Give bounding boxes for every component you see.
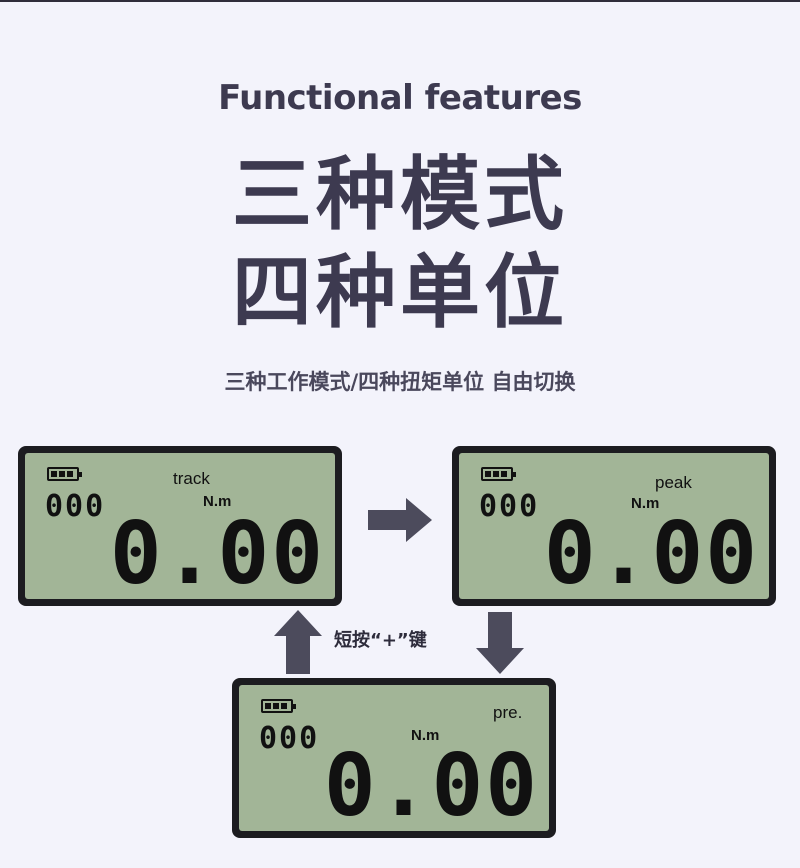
arrow-right-icon [368, 498, 432, 542]
battery-icon [481, 467, 516, 481]
lcd-mode-label: track [173, 469, 210, 488]
battery-icon [47, 467, 82, 481]
arrow-up-icon [274, 610, 322, 674]
lcd-mode-label: peak [655, 473, 692, 492]
lcd-display-track: 000 track N.m 0.00 [18, 446, 342, 606]
heading-chinese-line1: 三种模式 [232, 148, 568, 241]
arrow-down-icon [476, 612, 524, 674]
lcd-screen: 000 pre. N.m 0.00 [239, 685, 549, 831]
lcd-unit-label: N.m [411, 727, 440, 744]
lcd-display-pre: 000 pre. N.m 0.00 [232, 678, 556, 838]
lcd-screen: 000 track N.m 0.00 [25, 453, 335, 599]
subtitle: 三种工作模式/四种扭矩单位 自由切换 [224, 370, 576, 394]
instruction-caption: 短按“+”键 [334, 630, 427, 651]
lcd-counter: 000 [259, 721, 320, 756]
heading-chinese-line2: 四种单位 [232, 246, 568, 339]
lcd-reading: 0.00 [543, 504, 759, 599]
lcd-display-peak: 000 peak N.m 0.00 [452, 446, 776, 606]
battery-icon [261, 699, 296, 713]
lcd-reading: 0.00 [109, 504, 325, 599]
lcd-reading: 0.00 [323, 736, 539, 831]
lcd-unit-label: N.m [631, 495, 660, 512]
lcd-counter: 000 [45, 489, 106, 524]
lcd-counter: 000 [479, 489, 540, 524]
top-divider [0, 0, 800, 2]
lcd-screen: 000 peak N.m 0.00 [459, 453, 769, 599]
heading-english: Functional features [218, 78, 582, 118]
lcd-unit-label: N.m [203, 493, 232, 510]
lcd-mode-label: pre. [493, 703, 523, 722]
